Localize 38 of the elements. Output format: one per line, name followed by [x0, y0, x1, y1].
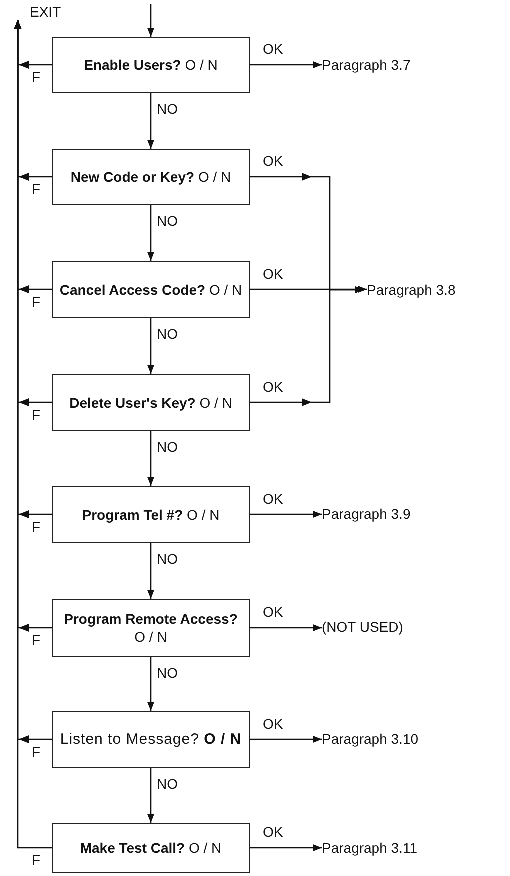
question-text: Delete User's Key? O / N	[68, 394, 234, 412]
edge-label: NO	[157, 326, 178, 342]
edge-label: OK	[263, 604, 284, 620]
target-text: Paragraph 3.7	[322, 56, 411, 74]
edge-label: NO	[157, 439, 178, 455]
decision-box	[52, 823, 250, 873]
decision-box	[52, 37, 250, 93]
decision-box	[52, 486, 250, 543]
question-text: New Code or Key? O / N	[70, 168, 232, 186]
decision-box	[52, 374, 250, 431]
edge-label: NO	[157, 551, 178, 567]
target-text: Paragraph 3.11	[322, 839, 418, 857]
question-text: Cancel Access Code? O / N	[58, 280, 244, 298]
target-text: Paragraph 3.9	[322, 505, 411, 523]
target-text: Paragraph 3.10	[322, 730, 419, 748]
decision-box	[52, 711, 250, 768]
edge-label: OK	[263, 824, 284, 840]
exit-label: EXIT	[12, 4, 62, 20]
edge-label: OK	[263, 41, 284, 57]
question-text: Program Tel #? O / N	[81, 506, 221, 524]
edge-label: NO	[157, 213, 178, 229]
edge-label: F	[32, 852, 41, 868]
edge-label: NO	[157, 101, 178, 117]
target-text: Paragraph 3.8	[367, 281, 456, 299]
target-text: (NOT USED)	[322, 618, 404, 636]
edge-label: F	[32, 69, 41, 85]
edge-label: NO	[157, 776, 178, 792]
question-text: Enable Users? O / N	[83, 56, 219, 74]
decision-box	[52, 599, 250, 657]
question-text: Program Remote Access? O / N	[63, 610, 239, 646]
edge-label: F	[32, 632, 41, 648]
edge-label: OK	[263, 153, 284, 169]
edge-label: NO	[157, 665, 178, 681]
edge-label: F	[32, 181, 41, 197]
decision-box	[52, 261, 250, 318]
question-text: Listen to Message? O / N	[59, 730, 243, 748]
decision-box	[52, 149, 250, 205]
question-text: Make Test Call? O / N	[79, 839, 223, 857]
